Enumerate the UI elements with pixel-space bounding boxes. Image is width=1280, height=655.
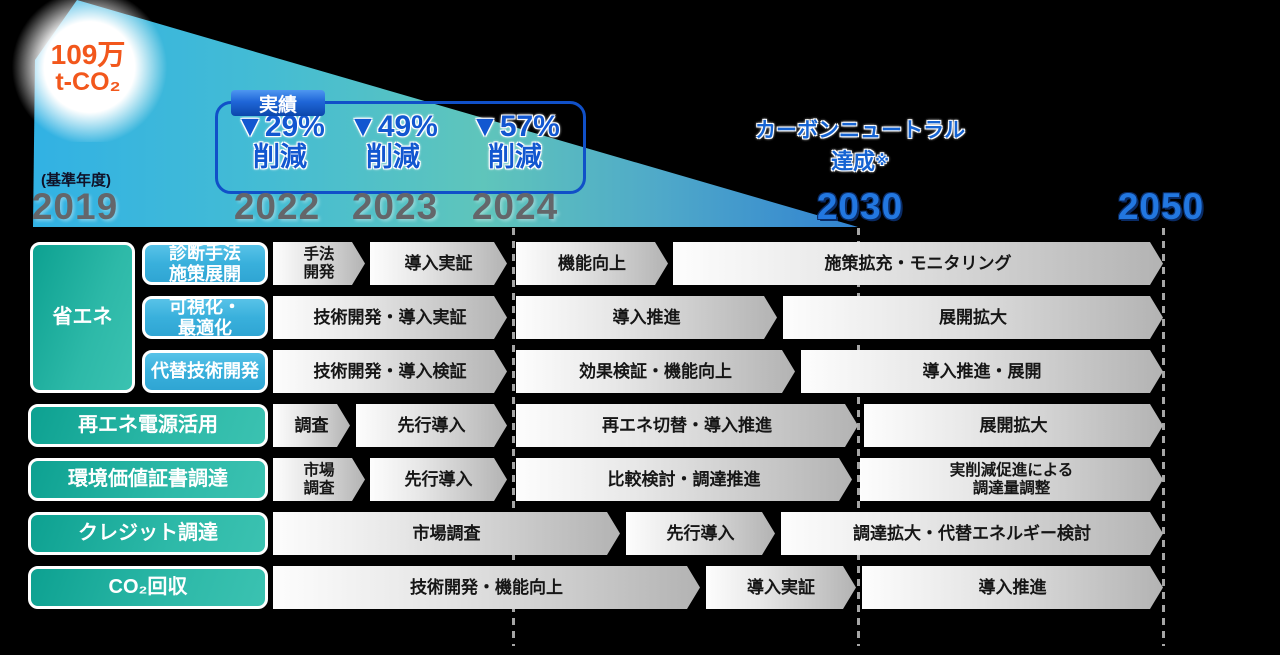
roadmap-arrow-credit-procurement: 先行導入 — [626, 512, 775, 555]
roadmap-arrow-alternative-technology: 効果検証・機能向上 — [516, 350, 795, 393]
goal-line1: カーボンニュートラル — [755, 119, 965, 142]
goal-line2: 達成※ — [755, 146, 965, 178]
roadmap-arrow-diagnosis-methods: 機能向上 — [516, 242, 668, 285]
roadmap-arrow-diagnosis-methods: 手法 開発 — [273, 242, 365, 285]
year-label-2030: 2030 — [816, 186, 904, 227]
result-item-2: ▼49%削減 — [348, 110, 438, 173]
category-box: 環境価値証書調達 — [28, 458, 268, 501]
roadmap-arrow-renewable-power: 調査 — [273, 404, 350, 447]
roadmap-arrow-co2-capture: 導入実証 — [706, 566, 856, 609]
year-label-2022: 2022 — [233, 186, 321, 227]
roadmap-arrow-renewable-power: 先行導入 — [356, 404, 507, 447]
roadmap-arrow-environmental-certificates: 実削減促進による 調達量調整 — [860, 458, 1163, 501]
goal-text: 達成 — [831, 149, 876, 175]
result-word: 削減 — [488, 142, 542, 172]
roadmap-arrow-environmental-certificates: 市場 調査 — [273, 458, 365, 501]
goal-note: ※ — [875, 152, 889, 169]
category-box: 診断手法 施策展開 — [142, 242, 268, 285]
roadmap-arrow-renewable-power: 展開拡大 — [864, 404, 1163, 447]
roadmap-arrow-diagnosis-methods: 導入実証 — [370, 242, 507, 285]
baseline-year-label: (基準年度) — [41, 172, 111, 189]
emission-badge: 109万 t-CO₂ — [28, 40, 148, 96]
year-label-2023: 2023 — [351, 186, 439, 227]
year-label-2050: 2050 — [1117, 186, 1205, 227]
result-word: 削減 — [253, 142, 307, 172]
emission-unit: t-CO₂ — [55, 68, 121, 97]
timeline-gridline-1 — [512, 228, 515, 646]
carbon-neutral-goal: カーボンニュートラル 達成※ — [755, 116, 965, 178]
emission-badge-glow — [12, 0, 167, 142]
category-box: クレジット調達 — [28, 512, 268, 555]
roadmap-arrow-environmental-certificates: 先行導入 — [370, 458, 507, 501]
results-box: 実績 ▼29%削減▼49%削減▼57%削減 — [215, 90, 586, 194]
result-percent: ▼57% — [470, 110, 560, 143]
roadmap-arrow-co2-capture: 技術開発・機能向上 — [273, 566, 700, 609]
category-box: 可視化・ 最適化 — [142, 296, 268, 339]
year-label-2019: 2019 — [31, 186, 119, 227]
category-box: CO₂回収 — [28, 566, 268, 609]
result-item-3: ▼57%削減 — [470, 110, 560, 173]
year-label-2024: 2024 — [471, 186, 559, 227]
roadmap-arrow-alternative-technology: 導入推進・展開 — [801, 350, 1163, 393]
category-box: 再エネ電源活用 — [28, 404, 268, 447]
timeline-gridline-3 — [1162, 228, 1165, 646]
category-box: 代替技術開発 — [142, 350, 268, 393]
emission-amount: 109万 — [50, 39, 126, 70]
category-box: 省エネ — [30, 242, 135, 393]
roadmap-arrow-visualization-optimization: 技術開発・導入実証 — [273, 296, 507, 339]
roadmap-arrow-environmental-certificates: 比較検討・調達推進 — [516, 458, 852, 501]
result-item-1: ▼29%削減 — [235, 110, 325, 173]
roadmap-arrow-credit-procurement: 市場調査 — [273, 512, 620, 555]
timeline-gridline-2 — [857, 228, 860, 646]
results-tab: 実績 — [231, 90, 325, 116]
roadmap-arrow-co2-capture: 導入推進 — [862, 566, 1163, 609]
roadmap-arrow-credit-procurement: 調達拡大・代替エネルギー検討 — [781, 512, 1163, 555]
result-percent: ▼49% — [348, 110, 438, 143]
roadmap-arrow-renewable-power: 再エネ切替・導入推進 — [516, 404, 858, 447]
roadmap-arrow-alternative-technology: 技術開発・導入検証 — [273, 350, 507, 393]
result-word: 削減 — [366, 142, 420, 172]
roadmap-arrow-diagnosis-methods: 施策拡充・モニタリング — [673, 242, 1163, 285]
roadmap-arrow-visualization-optimization: 導入推進 — [516, 296, 777, 339]
roadmap-arrow-visualization-optimization: 展開拡大 — [783, 296, 1163, 339]
